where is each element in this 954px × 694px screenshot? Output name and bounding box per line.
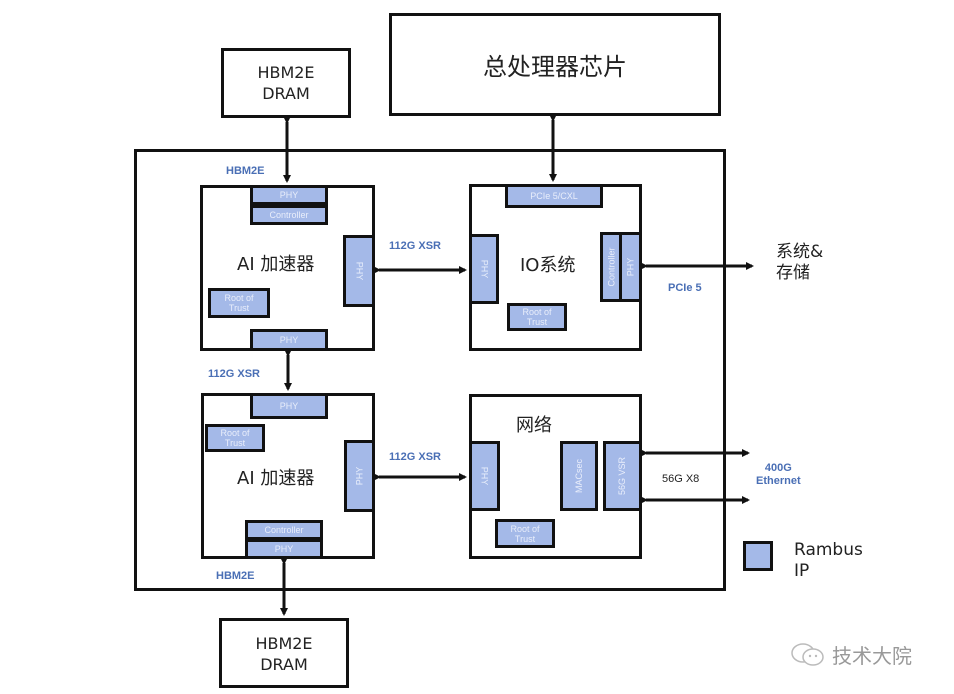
ai-top-phy-bottom: PHY xyxy=(250,329,328,351)
ai-top-phy-top: PHY xyxy=(250,185,328,205)
network-macsec-engine: MACsec xyxy=(560,441,598,511)
xsr-vertical-label: 112G XSR xyxy=(208,368,260,380)
hbm2e-dram-top: HBM2E DRAM xyxy=(221,48,351,118)
cpu-chip-box: 总处理器芯片 xyxy=(389,13,721,116)
ai-top-phy-right: PHY xyxy=(343,235,375,307)
watermark-text: 技术大院 xyxy=(832,644,912,668)
network-56g-vsr-phy: 56G VSR xyxy=(603,441,642,511)
network-phy-left: PHY xyxy=(469,441,500,511)
lanes-label: 56G X8 xyxy=(662,473,700,485)
ai-bottom-phy-top: PHY xyxy=(250,393,328,419)
io-title: IO系统 xyxy=(520,255,576,276)
ai-bottom-controller: Controller xyxy=(245,520,323,540)
xsr-top-label: 112G XSR xyxy=(389,240,441,252)
ai-top-hbm-label: HBM2E xyxy=(226,165,265,177)
ai-bottom-title: AI 加速器 xyxy=(237,468,315,489)
ai-bottom-phy-right: PHY xyxy=(344,440,375,512)
dram-top-line2: DRAM xyxy=(262,84,310,103)
watermark: 技术大院 xyxy=(790,640,912,669)
package-outline xyxy=(134,149,726,591)
ethernet-label: 400G Ethernet xyxy=(756,462,801,487)
wechat-icon xyxy=(791,642,824,666)
io-pcie-cxl: PCIe 5/CXL xyxy=(505,184,603,208)
system-storage-label: 系统& 存储 xyxy=(776,242,824,283)
ai-top-controller: Controller xyxy=(250,205,328,225)
dram-bottom-line1: HBM2E xyxy=(255,634,313,653)
io-phy-left: PHY xyxy=(469,234,499,304)
pcie5-label: PCIe 5 xyxy=(668,282,702,294)
legend-swatch xyxy=(743,541,773,571)
ai-top-title: AI 加速器 xyxy=(237,254,315,275)
dram-bottom-line2: DRAM xyxy=(260,655,308,674)
network-title: 网络 xyxy=(516,415,552,436)
cpu-chip-title: 总处理器芯片 xyxy=(483,53,627,81)
ai-bottom-hbm-label: HBM2E xyxy=(216,570,255,582)
xsr-bottom-label: 112G XSR xyxy=(389,451,441,463)
legend-label: Rambus IP xyxy=(794,540,863,581)
dram-top-line1: HBM2E xyxy=(257,63,315,82)
hbm2e-dram-bottom: HBM2E DRAM xyxy=(219,618,349,688)
